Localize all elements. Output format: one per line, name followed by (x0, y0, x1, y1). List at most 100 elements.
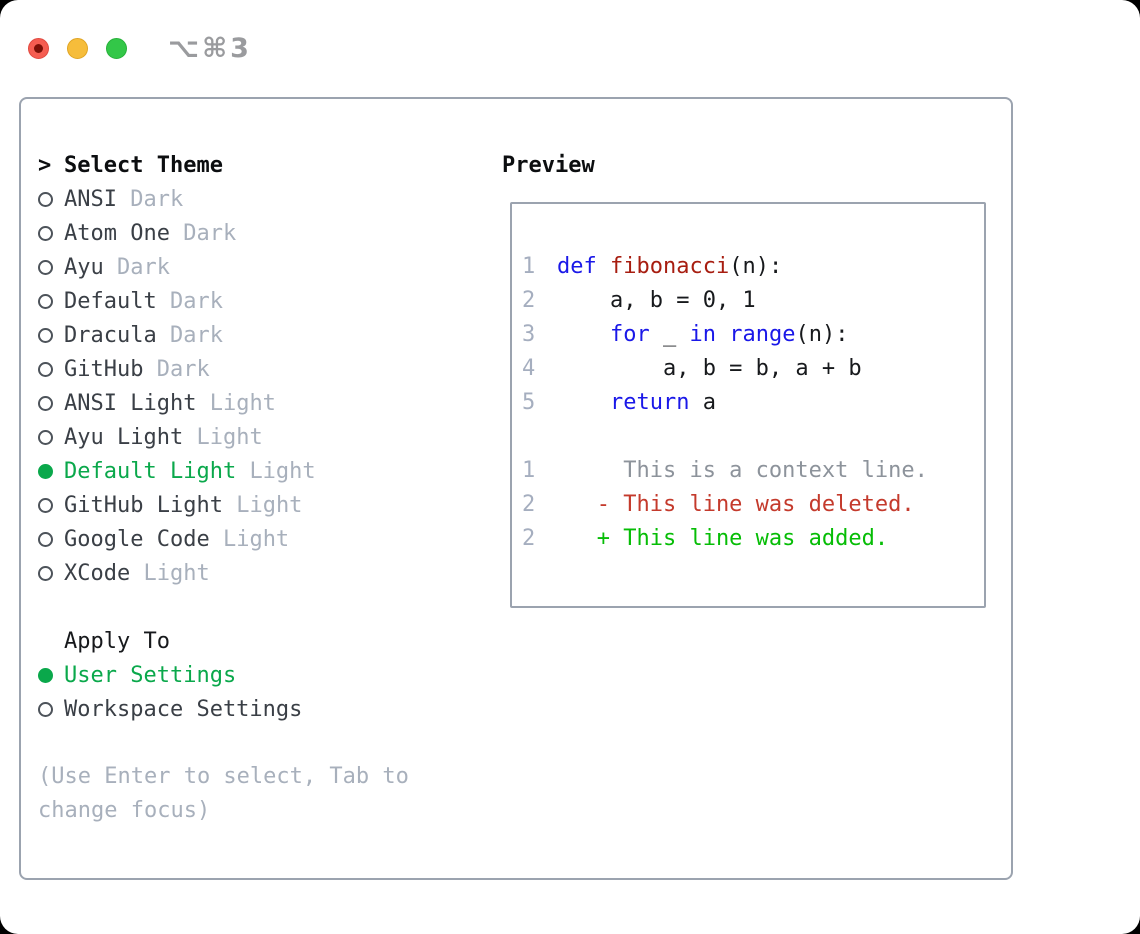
line-number: 4 (522, 355, 536, 381)
radio-unselected-icon (38, 565, 64, 581)
preview-line: 2 + This line was added. (522, 521, 974, 555)
titlebar: ⌥⌘3 (0, 0, 1140, 97)
theme-name: XCode (64, 560, 131, 586)
radio-unselected-icon (38, 327, 64, 343)
zoom-button-icon[interactable] (106, 38, 127, 59)
code-segment (716, 322, 729, 347)
line-number: 3 (522, 321, 536, 347)
radio-unselected-icon (38, 531, 64, 547)
code-segment: + This line was added. (557, 525, 889, 551)
code-segment: a (689, 389, 716, 415)
code-segment: in (689, 321, 716, 347)
theme-name: GitHub (64, 356, 144, 382)
select-theme-title: Select Theme (64, 152, 223, 178)
theme-name: GitHub Light (64, 492, 223, 518)
preview-line: 5 return a (522, 385, 974, 419)
theme-name: Default (64, 288, 157, 314)
radio-unselected-icon (38, 191, 64, 207)
theme-option[interactable]: ANSI Dark (38, 182, 502, 216)
line-number: 1 (522, 457, 536, 483)
theme-option[interactable]: Default Light Light (38, 454, 502, 488)
theme-name: Ayu (64, 254, 104, 280)
theme-variant: Light (236, 492, 303, 518)
theme-variant: Dark (183, 220, 237, 246)
code-segment: a, b = 0, 1 (557, 287, 756, 313)
code-segment: def (557, 253, 597, 279)
code-segment: fibonacci (610, 253, 730, 279)
code-segment: return (609, 389, 690, 415)
theme-option[interactable]: Google Code Light (38, 522, 502, 556)
preview-line: 2 - This line was deleted. (522, 487, 974, 521)
theme-option[interactable]: Ayu Light Light (38, 420, 502, 454)
spacer (38, 590, 502, 624)
code-segment: (n): (729, 253, 783, 279)
preview-line: 3 for _ in range(n): (522, 317, 974, 351)
apply-to-header-row: Apply To (38, 624, 502, 658)
theme-variant: Dark (117, 254, 170, 280)
code-segment (597, 254, 610, 279)
radio-unselected-icon (38, 429, 64, 445)
theme-option[interactable]: GitHub Light Light (38, 488, 502, 522)
theme-option[interactable]: Default Dark (38, 284, 502, 318)
preview-line (522, 419, 974, 453)
radio-unselected-icon (38, 293, 64, 309)
apply-to-option[interactable]: Workspace Settings (38, 692, 502, 726)
code-segment: This is a context line. (557, 457, 928, 483)
apply-to-option-label: User Settings (64, 662, 237, 688)
keyboard-hint-text: (Use Enter to select, Tab to change focu… (38, 764, 409, 823)
minimize-button-icon[interactable] (67, 38, 88, 59)
radio-unselected-icon (38, 361, 64, 377)
theme-name: Dracula (64, 322, 157, 348)
radio-unselected-icon (38, 701, 64, 717)
theme-variant: Dark (169, 322, 223, 348)
theme-name: Default Light (64, 458, 237, 484)
radio-unselected-icon (38, 497, 64, 513)
theme-variant: Dark (156, 356, 210, 382)
theme-variant: Light (209, 390, 276, 416)
theme-variant: Light (143, 560, 210, 586)
theme-option[interactable]: Ayu Dark (38, 250, 502, 284)
theme-variant: Dark (130, 186, 184, 212)
theme-name: ANSI (64, 186, 117, 212)
code-segment (557, 390, 610, 415)
code-segment: - This line was deleted. (557, 491, 915, 517)
theme-option[interactable]: ANSI Light Light (38, 386, 502, 420)
code-segment: range (729, 321, 796, 347)
radio-selected-icon (38, 463, 64, 479)
preview-line: 2 a, b = 0, 1 (522, 283, 974, 317)
unsaved-indicator-icon (34, 44, 43, 53)
theme-option[interactable]: XCode Light (38, 556, 502, 590)
theme-option[interactable]: GitHub Dark (38, 352, 502, 386)
theme-variant: Dark (169, 288, 223, 314)
theme-option[interactable]: Atom One Dark (38, 216, 502, 250)
theme-name: Ayu Light (64, 424, 184, 450)
theme-option[interactable]: Dracula Dark (38, 318, 502, 352)
code-segment: (n): (795, 321, 849, 347)
apply-to-option-label: Workspace Settings (64, 696, 303, 722)
line-number: 2 (522, 287, 536, 313)
theme-variant: Light (222, 526, 290, 552)
preview-title: Preview (502, 152, 595, 178)
radio-selected-icon (38, 667, 64, 683)
code-segment (557, 322, 610, 347)
apply-to-title: Apply To (64, 628, 170, 654)
code-segment: for (609, 321, 650, 347)
apply-to-option[interactable]: User Settings (38, 658, 502, 692)
radio-unselected-icon (38, 395, 64, 411)
close-button-icon[interactable] (28, 38, 49, 59)
code-segment: a, b = b, a + b (557, 355, 862, 381)
window-title: ⌥⌘3 (168, 33, 252, 64)
line-number: 5 (522, 389, 536, 415)
theme-name: ANSI Light (64, 390, 197, 416)
theme-variant: Light (249, 458, 316, 484)
line-number: 2 (522, 525, 536, 551)
theme-variant: Light (196, 424, 263, 450)
